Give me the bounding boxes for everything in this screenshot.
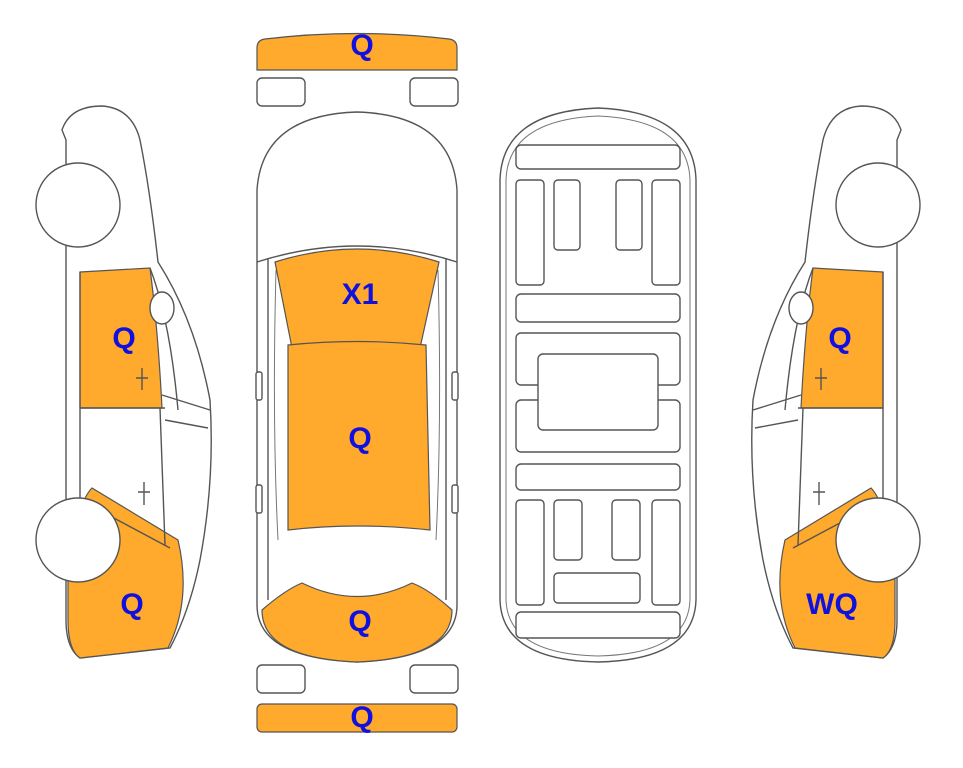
top-view: Q X1 Q Q Q (255, 29, 459, 734)
trunk-label: Q (348, 605, 371, 638)
rear-bumper-label: Q (350, 701, 373, 734)
right-taillight (409, 664, 459, 694)
left-taillight (256, 664, 306, 694)
right-front-wheel (835, 162, 921, 248)
front-bumper-panel (256, 32, 458, 71)
trunk-panel (261, 582, 453, 663)
left-headlight (256, 77, 306, 107)
left-front-wheel (35, 162, 121, 248)
roof-panel (287, 340, 431, 531)
right-rear-wheel (835, 497, 921, 583)
left-rear-wheel (35, 497, 121, 583)
underside-view (499, 107, 697, 663)
left-rear-quarter-label: Q (120, 588, 143, 621)
right-rear-quarter-label: WQ (806, 588, 858, 621)
right-headlight (409, 77, 459, 107)
hood-label: X1 (342, 278, 379, 311)
right-side-view: Q WQ (751, 105, 921, 659)
roof-label: Q (348, 422, 371, 455)
front-bumper-label: Q (350, 29, 373, 62)
left-front-door-label: Q (112, 322, 135, 355)
right-front-door-label: Q (828, 322, 851, 355)
left-side-view: Q Q (35, 105, 212, 659)
rear-bumper-panel (256, 703, 458, 733)
